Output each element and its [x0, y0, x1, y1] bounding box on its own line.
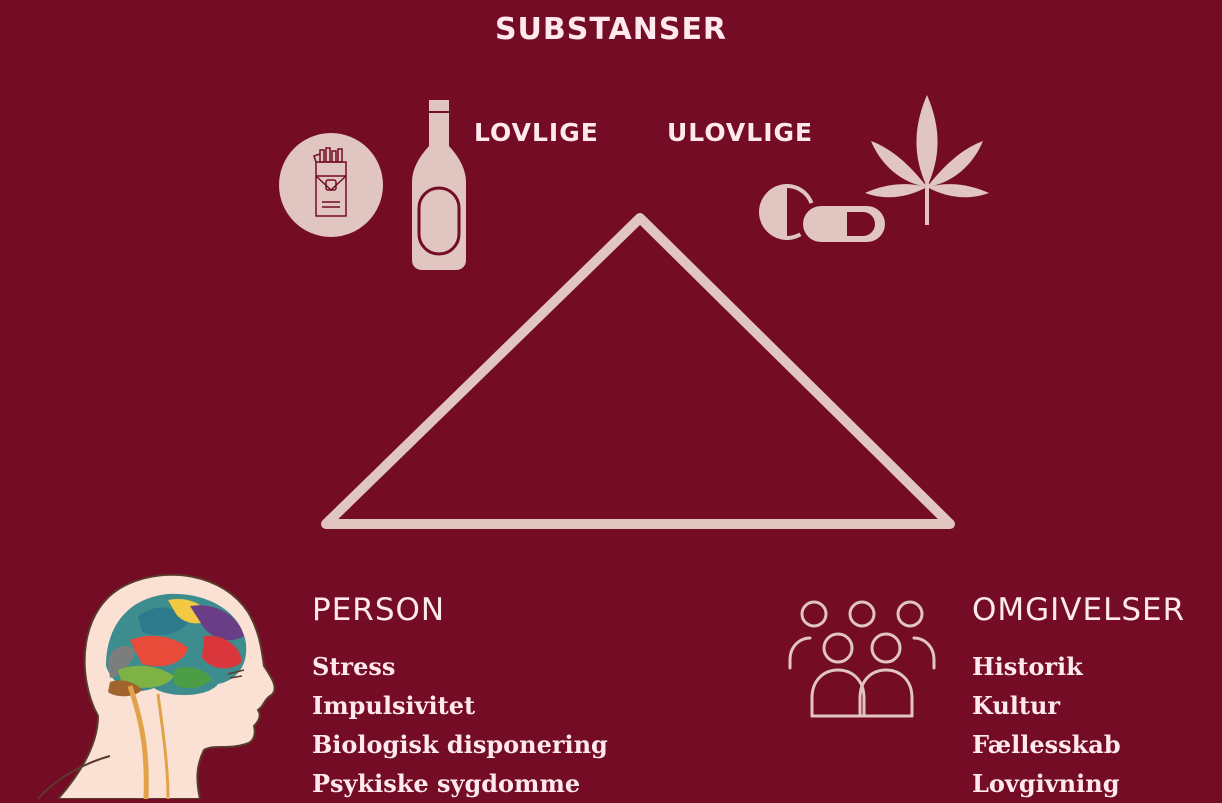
illegal-label: ULOVLIGE	[667, 118, 814, 147]
environment-factor: Historik	[972, 652, 1083, 681]
environment-factor: Kultur	[972, 691, 1061, 720]
triangle-diagram	[321, 213, 955, 529]
environment-factor: Lovgivning	[972, 769, 1120, 798]
person-factor: Biologisk disponering	[312, 730, 608, 759]
people-group-icon	[788, 600, 936, 718]
person-factor-list: Stress Impulsivitet Biologisk disponerin…	[312, 647, 608, 803]
person-factor: Psykiske sygdomme	[312, 769, 581, 798]
bottle-icon	[412, 100, 466, 270]
person-factor: Impulsivitet	[312, 691, 476, 720]
head-brain-illustration	[37, 573, 276, 799]
person-heading: PERSON	[312, 592, 446, 628]
environment-factor: Fællesskab	[972, 730, 1121, 759]
legal-label: LOVLIGE	[474, 118, 599, 147]
environment-heading: OMGIVELSER	[972, 592, 1186, 628]
environment-factor-list: Historik Kultur Fællesskab Lovgivning	[972, 647, 1121, 803]
cigarette-pack-icon	[279, 133, 383, 237]
pills-icon	[759, 184, 887, 244]
diagram-title: SUBSTANSER	[494, 12, 728, 47]
cannabis-leaf-icon	[865, 95, 989, 225]
person-factor: Stress	[312, 652, 396, 681]
